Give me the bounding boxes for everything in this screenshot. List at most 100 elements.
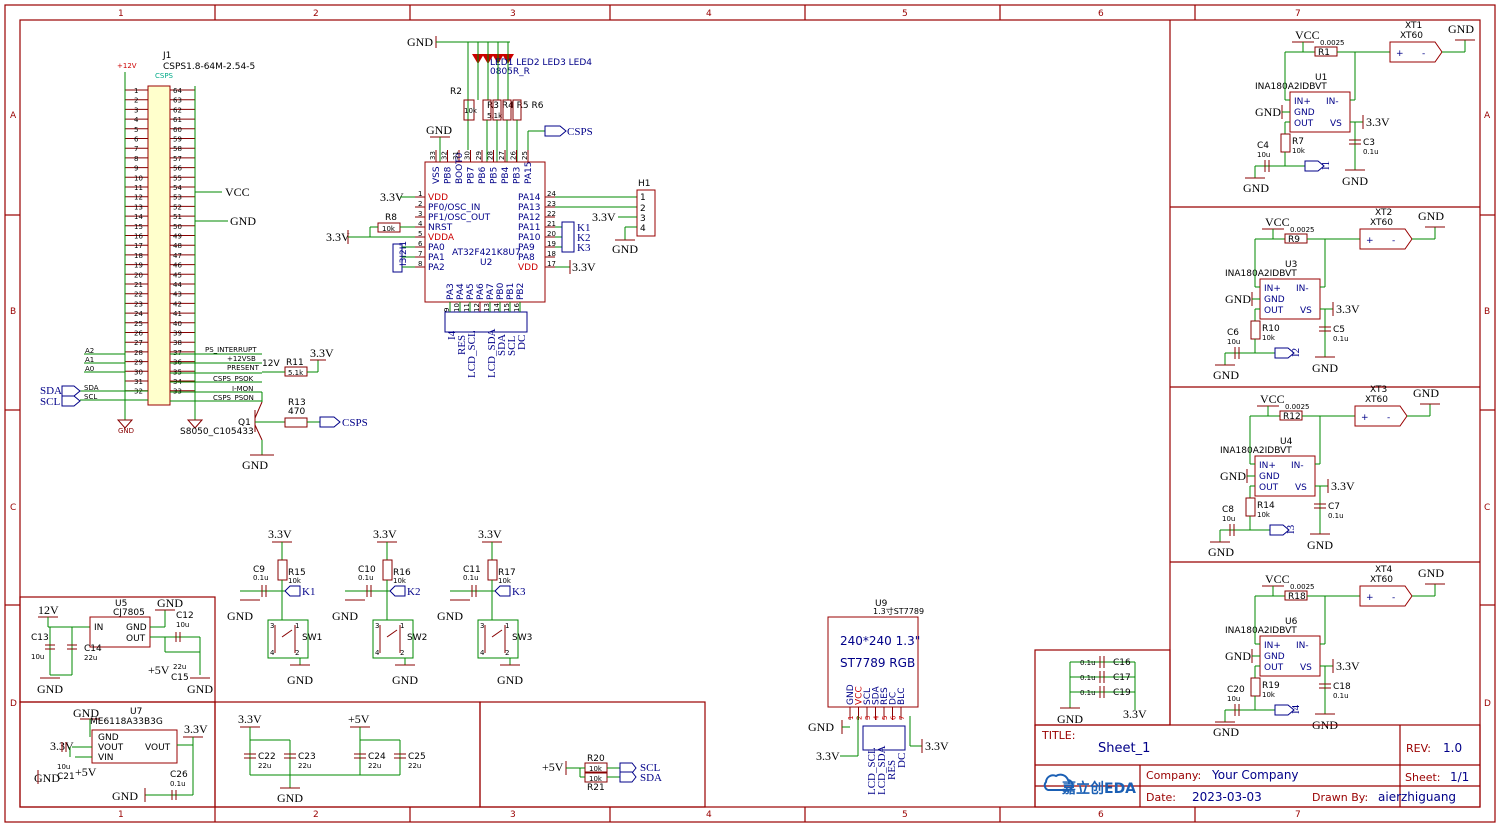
key-port-label: K3 [512,586,526,598]
bulk-gnd-net: GND [277,791,303,805]
ina-pin-in-p: IN+ [1294,97,1311,107]
ina-io-port [1274,347,1295,359]
j1-pin-number: 1 [134,87,138,95]
mcu-pin-bottom-label: PB2 [516,283,526,300]
ruler-row-a-right: A [1484,111,1491,121]
c21-value: 10u [57,763,70,771]
key-cap-ref: C11 [463,565,481,575]
ina-gnd-bottom-net: GND [1208,545,1234,559]
ina-gnd-left-net: GND [1225,292,1251,306]
j1-sig-present: PRESENT [227,364,260,372]
mcu-value: AT32F421K8U7 [452,248,521,258]
ina-ref: U1 [1315,73,1327,83]
ruler-col-1-top: 1 [118,9,124,19]
key-res-body [277,559,288,581]
key-res-ref: R17 [498,568,516,578]
mcu-pin-top-num: 27 [498,151,506,160]
ina-vs-cap-value: 0.1u [1333,335,1349,343]
ina-xt-ref: XT4 [1375,565,1393,575]
lcd-pin-num: 1 [847,716,855,720]
ina-filter-cap-ref: C6 [1227,328,1239,338]
j1-pin-number: 29 [134,359,143,367]
ruler-row-d-left: D [10,699,17,709]
rev-label: REV: [1406,742,1431,755]
u5-body [89,616,151,648]
j1-pin-number: 46 [173,262,182,270]
j1-pin-number: 12 [134,194,143,202]
ruler-col-6-top: 6 [1098,9,1104,19]
j1-pin-number: 64 [173,87,182,95]
r21-value: 10k [589,775,603,783]
j1-pin-number: 42 [173,300,182,308]
ina-block-3: VCC0.0025R12XT3XT60+-GNDU4INA180A2IDBVTI… [1208,385,1440,559]
push-switch-icon [281,629,293,638]
ina-vs-cap-ref: C18 [1333,682,1351,692]
ina-xt-ref: XT2 [1375,208,1392,218]
r11-net-33v: 3.3V [310,346,334,360]
mcu-pin-top-label: PA15 [524,162,534,184]
r13-value: 470 [288,407,305,417]
u5-gnd-net: GND [157,596,183,610]
c14-ref: C14 [84,644,102,654]
mcu-ref: U2 [480,258,492,268]
mcu-pin-left-label: VDDA [428,233,455,243]
xt60-connector-icon [1389,41,1443,63]
ina-vs-33v-net: 3.3V [1336,302,1360,316]
j1-pin-number: 48 [173,242,182,250]
q1-ref: Q1 [238,418,251,428]
ina-part: INA180A2IDBVT [1255,82,1327,92]
mcu-pin-top-num: 25 [521,151,529,160]
ruler-col-5-top: 5 [902,9,908,19]
j1-pin-number: 13 [134,203,143,211]
led-value: 0805R_R [490,67,530,77]
mcu-pin-top-label: PB3 [513,167,523,184]
led-refs: LED1 LED2 LED3 LED4 [490,58,592,68]
key-port [389,585,406,597]
h1-33v-net: 3.3V [592,210,616,224]
ina-pin-out: OUT [1264,306,1284,316]
ina-vcc-net: VCC [1295,28,1320,42]
mcu-pin-left-num: 7 [418,250,422,258]
mcu-pin-bottom-num: 12 [473,303,481,312]
mcu-pin-left-label: PA1 [428,253,445,263]
u7-gnd-bottom-net: GND [112,789,138,803]
mcu-pin-left-num: 1 [418,190,422,198]
mcu-pin-left-num: 5 [418,230,422,238]
mcu-pin-bottom-num: 15 [503,303,511,312]
j1-pin-number: 25 [134,320,143,328]
lcd-pin-label: VCC [855,686,865,705]
ina-pin-in-p: IN+ [1264,284,1281,294]
mcu-pin-right-num: 21 [547,220,556,228]
ina-gnd-right-net: GND [1342,174,1368,188]
lcd-pin-num: 2 [856,716,864,720]
j1-pin-number: 52 [173,203,182,211]
led-gnd-net: GND [407,35,433,49]
u5-pin-out: OUT [126,634,146,644]
csps-port-mcu [544,125,567,137]
company-value: Your Company [1211,768,1299,782]
mcu-pin-bottom-num: 13 [483,303,491,312]
c17-value: 0.1u [1080,674,1096,682]
mcu-pin-bottom-label: PA5 [466,283,476,300]
r20-value: 10k [589,765,603,773]
ina-out-res-body [1250,320,1261,340]
mcu-pin-right-label: PA11 [518,223,540,233]
mcu-pin-top-label: PB5 [490,167,500,184]
c24-value: 22u [368,762,381,770]
ina-vs-cap-value: 0.1u [1363,148,1379,156]
lcd-ref: U9 [875,599,888,609]
ina180-current-sense-blocks: VCC0.0025R1XT1XT60+-GNDU1INA180A2IDBVTIN… [1208,21,1475,739]
c13-value: 10u [31,653,44,661]
mcu-pin-top-label: PB4 [501,166,511,184]
ina-filter-cap-value: 10u [1257,151,1270,159]
j1-pin-number: 53 [173,194,182,202]
mcu-pin-right-label: PA13 [518,203,540,213]
logo-text: 嘉立创EDA [1061,780,1136,797]
j1-pin-number: 43 [173,291,182,299]
u5-pin-in: IN [94,623,103,633]
ina-xt-ref: XT1 [1405,21,1422,31]
key-cap-ref: C10 [358,565,376,575]
key-switch-pin2: 2 [400,649,404,657]
